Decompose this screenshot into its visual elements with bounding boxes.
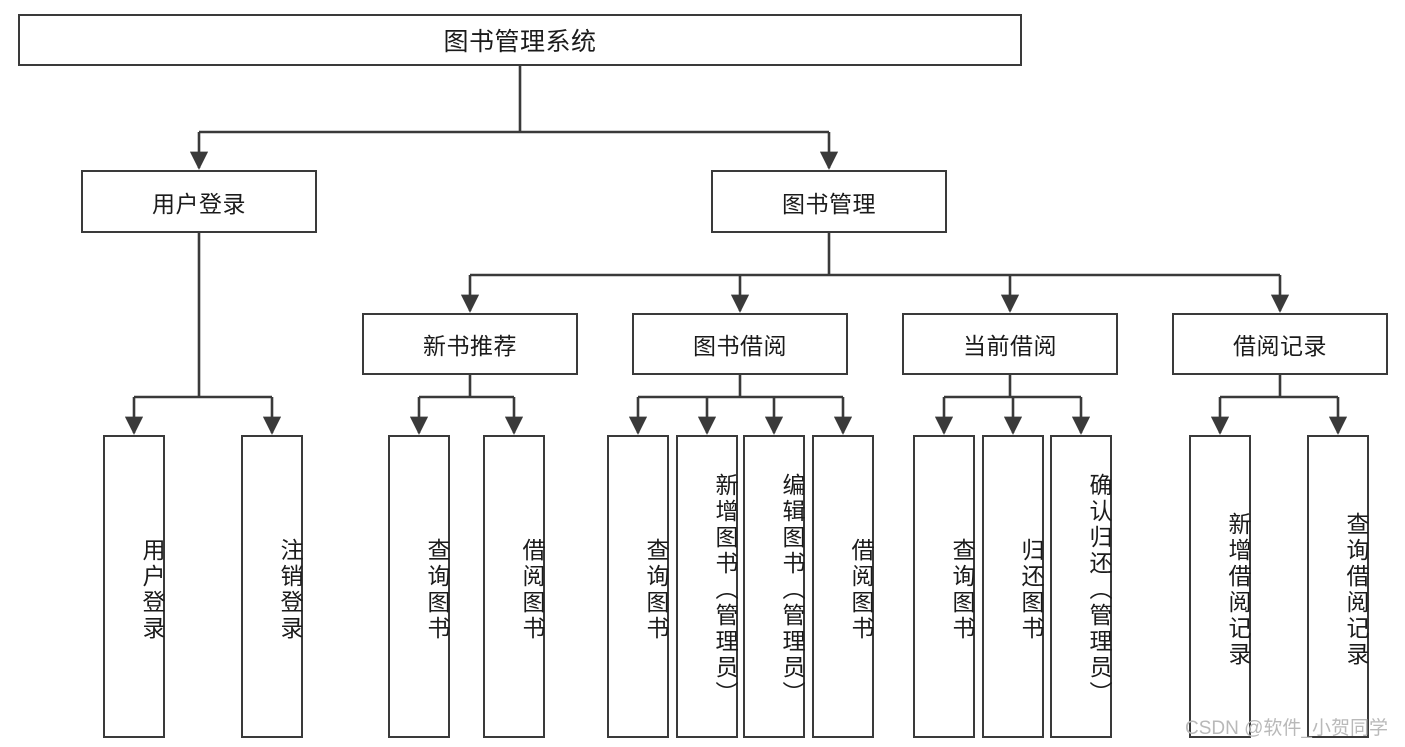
node-label: 查询借阅记录	[1343, 511, 1369, 668]
node-leaf-rec-query[interactable]: 查询借阅记录	[1307, 435, 1369, 738]
node-label: 编辑图书（管理员）	[779, 472, 805, 707]
node-leaf-user-login[interactable]: 用户登录	[103, 435, 165, 738]
node-label: 图书管理	[782, 190, 876, 217]
node-label: 当前借阅	[963, 333, 1057, 359]
node-newbook[interactable]: 新书推荐	[362, 313, 578, 375]
node-login[interactable]: 用户登录	[81, 170, 317, 233]
node-label: 借阅图书	[519, 537, 545, 642]
node-label: 查询图书	[424, 537, 450, 642]
node-label: 新书推荐	[423, 333, 517, 359]
node-leaf-rec-add[interactable]: 新增借阅记录	[1189, 435, 1251, 738]
node-current[interactable]: 当前借阅	[902, 313, 1118, 375]
node-leaf-bor-query[interactable]: 查询图书	[607, 435, 669, 738]
node-label: 查询图书	[643, 537, 669, 642]
node-bookmgmt[interactable]: 图书管理	[711, 170, 947, 233]
watermark-text: CSDN @软件_小贺同学	[1185, 718, 1388, 739]
node-leaf-new-query[interactable]: 查询图书	[388, 435, 450, 738]
node-label: 查询图书	[949, 537, 975, 642]
node-label: 借阅记录	[1233, 333, 1327, 359]
node-label: 图书借阅	[693, 333, 787, 359]
node-leaf-bor-borrow[interactable]: 借阅图书	[812, 435, 874, 738]
node-label: 归还图书	[1018, 537, 1044, 642]
node-label: 用户登录	[139, 537, 165, 642]
node-label: 图书管理系统	[443, 28, 597, 56]
node-label: 注销登录	[277, 537, 303, 642]
node-leaf-user-logout[interactable]: 注销登录	[241, 435, 303, 738]
node-leaf-cur-return[interactable]: 归还图书	[982, 435, 1044, 738]
node-label: 新增图书（管理员）	[712, 472, 738, 707]
node-leaf-bor-edit[interactable]: 编辑图书（管理员）	[743, 435, 805, 738]
node-leaf-cur-confirm[interactable]: 确认归还（管理员）	[1050, 435, 1112, 738]
node-leaf-bor-add[interactable]: 新增图书（管理员）	[676, 435, 738, 738]
node-leaf-cur-query[interactable]: 查询图书	[913, 435, 975, 738]
node-label: 确认归还（管理员）	[1086, 472, 1112, 707]
node-leaf-new-borrow[interactable]: 借阅图书	[483, 435, 545, 738]
node-root[interactable]: 图书管理系统	[18, 14, 1022, 66]
edge-layer	[124, 66, 1348, 435]
node-label: 用户登录	[152, 190, 246, 217]
node-borrow[interactable]: 图书借阅	[632, 313, 848, 375]
node-records[interactable]: 借阅记录	[1172, 313, 1388, 375]
node-label: 新增借阅记录	[1225, 511, 1251, 668]
node-label: 借阅图书	[848, 537, 874, 642]
